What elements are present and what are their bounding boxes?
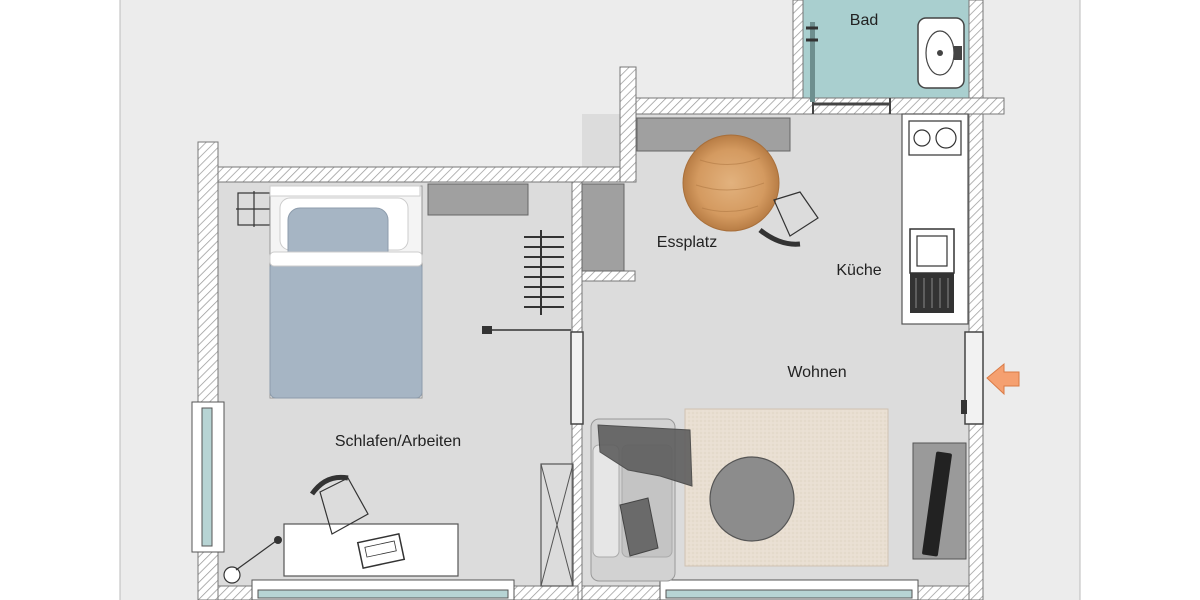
wall-bath-right: [968, 0, 984, 99]
entrance-door-handle: [961, 400, 967, 414]
door-interior-leaf: [570, 331, 584, 425]
bathroom-fixtures: [806, 17, 965, 102]
room-label-wohnen: Wohnen: [787, 364, 846, 381]
closet: [581, 183, 625, 272]
room-label-kueche: Küche: [836, 262, 881, 279]
floor-lamp-head: [274, 536, 282, 544]
door-interior-knob: [482, 326, 492, 334]
wall-bedroom-top: [217, 166, 637, 183]
bed-blanket: [269, 261, 423, 399]
wall-closet-stub: [581, 270, 636, 282]
shower-handle: [806, 26, 818, 42]
cooktop-burner-1: [913, 129, 931, 147]
wall-step: [619, 66, 637, 183]
window-bottom-left-glass: [257, 589, 509, 599]
window-bedroom-left-glass: [201, 407, 213, 547]
washbasin-tap: [954, 46, 962, 60]
cooktop-burner-2: [935, 127, 957, 149]
room-label-essplatz: Essplatz: [657, 234, 717, 251]
entrance-door-leaf: [964, 331, 984, 425]
shower-screen: [810, 22, 815, 102]
entrance-arrow-icon: [986, 362, 1020, 396]
window-bottom-right-glass: [665, 589, 913, 599]
living-furniture: [590, 408, 967, 582]
dining-table: [682, 134, 780, 232]
clothes-rack: [524, 230, 564, 315]
bed-headboard: [269, 185, 421, 197]
shelf-cabinet: [540, 463, 574, 587]
tv-screen: [922, 451, 952, 557]
sink-basin: [916, 235, 948, 267]
desk-chair: [319, 477, 369, 535]
wall-living-right-top: [968, 113, 984, 333]
laptop: [356, 533, 406, 569]
room-label-bad: Bad: [850, 12, 878, 29]
wardrobe-top: [427, 183, 529, 216]
doors: [482, 98, 984, 425]
dining-chair-back: [758, 228, 801, 247]
windows: [191, 401, 919, 600]
floor-lamp: [223, 566, 241, 584]
sofa-throw: [597, 424, 693, 487]
bedroom-furniture: [223, 183, 625, 587]
laptop-keys: [364, 540, 397, 558]
coffee-table: [709, 456, 795, 542]
sofa-cushion: [619, 497, 659, 557]
dining-table-grain: [695, 157, 765, 212]
washbasin-drain: [937, 50, 943, 56]
room-label-schlafen: Schlafen/Arbeiten: [335, 433, 461, 450]
bed-sheet-fold: [269, 251, 423, 267]
wall-living-right-bottom: [968, 423, 984, 600]
floor-lamp-arm: [235, 540, 277, 571]
desk-chair-back: [309, 474, 349, 496]
cooktop: [908, 120, 962, 156]
dining-chair: [773, 191, 819, 237]
wall-living-top: [635, 97, 1005, 115]
kitchen-furniture: [636, 113, 969, 325]
dish-rack-lines: [915, 278, 949, 308]
wall-bath-left: [792, 0, 804, 99]
shelf-cabinet-diag2: [540, 463, 574, 587]
wall-interior-top: [571, 181, 583, 333]
